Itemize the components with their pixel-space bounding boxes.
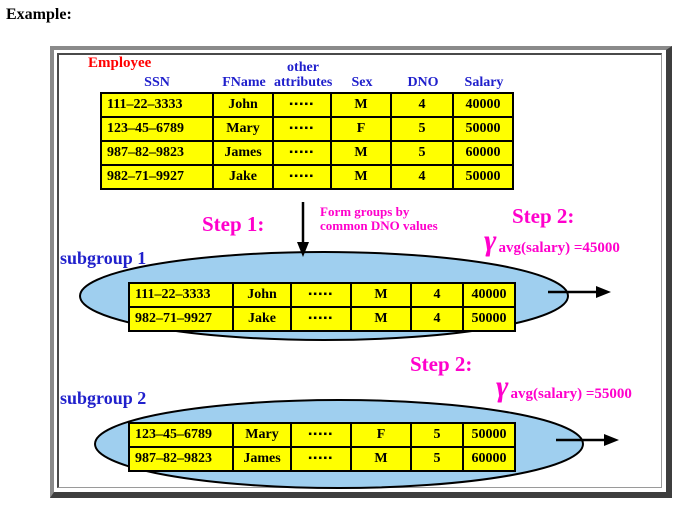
table-cell: 987–82–9823 [102,142,214,166]
down-arrow-icon [297,202,309,257]
table-cell: 40000 [464,284,514,308]
table-cell: 40000 [454,94,512,118]
table-cell: M [332,142,392,166]
example-heading: Example: [6,6,72,23]
gamma-symbol: γ [496,370,509,403]
table-cell: M [332,166,392,188]
gamma-symbol: γ [484,224,497,257]
table-cell: 60000 [454,142,512,166]
table-cell: 123–45–6789 [102,118,214,142]
table-cell: James [234,448,292,470]
table-cell: F [352,424,412,448]
table-cell: Jake [234,308,292,330]
table-cell: 111–22–3333 [102,94,214,118]
table-cell: Mary [214,118,274,142]
table-cell: 5 [392,142,454,166]
table-cell: John [234,284,292,308]
step2-label-bottom: Step 2: [410,352,473,376]
step1-label: Step 1: [202,212,265,236]
table-cell: F [332,118,392,142]
table-cell: 50000 [464,424,514,448]
table-cell: ▪▪▪▪▪ [274,166,332,188]
table-cell: 50000 [465,169,501,184]
subgroup1-label: subgroup 1 [60,248,147,268]
subgroup1-output-arrow-icon [548,286,611,298]
table-cell: 123–45–6789 [130,424,234,448]
table-cell: 60000 [471,451,507,466]
table-cell: 4 [392,94,454,118]
subgroup2-label: subgroup 2 [60,388,147,408]
aggregate-value: avg(salary) =45000 [498,240,620,256]
table-cell: ▪▪▪▪▪ [292,308,352,330]
table-cell: 982–71–9927 [102,166,214,188]
table-cell: Salary [464,75,504,90]
table-cell: ▪▪▪▪▪ [292,448,352,470]
table-cell: ▪▪▪▪▪ [274,94,332,118]
table-cell: other attributes [274,60,333,90]
table-cell: M [332,94,392,118]
table-cell: 50000 [471,311,507,326]
table-cell: M [352,448,412,470]
employee-table-title: Employee [88,55,152,71]
table-cell: M [352,308,412,330]
subgroup2-output-arrow-icon [556,434,619,446]
table-cell: 5 [392,118,454,142]
table-cell: FName [222,75,266,90]
grouping-annotation: Form groups by common DNO values [320,204,438,233]
subgroup2-aggregate: γ avg(salary) =55000 [496,372,632,403]
table-cell: Jake [214,166,274,188]
table-cell: ▪▪▪▪▪ [274,118,332,142]
table-cell: 111–22–3333 [130,284,234,308]
table-cell: ▪▪▪▪▪ [292,284,352,308]
table-cell: DNO [407,75,439,90]
table-cell: Mary [234,424,292,448]
table-cell: James [214,142,274,166]
step2-label-top: Step 2: [512,204,575,228]
table-cell: 5 [412,448,464,470]
table-cell: 4 [412,284,464,308]
table-cell: 982–71–9927 [130,308,234,330]
subgroup1-aggregate: γ avg(salary) =45000 [484,226,620,257]
table-cell: M [352,284,412,308]
table-cell: 50000 [454,118,512,142]
aggregate-value: avg(salary) =55000 [510,386,632,402]
table-cell: 4 [392,166,454,188]
table-cell: ▪▪▪▪▪ [292,424,352,448]
table-cell: SSN [144,75,170,90]
table-cell: Sex [351,75,373,90]
table-cell: 4 [412,308,464,330]
table-cell: 5 [412,424,464,448]
table-cell: ▪▪▪▪▪ [274,142,332,166]
table-cell: 987–82–9823 [130,448,234,470]
table-cell: John [214,94,274,118]
